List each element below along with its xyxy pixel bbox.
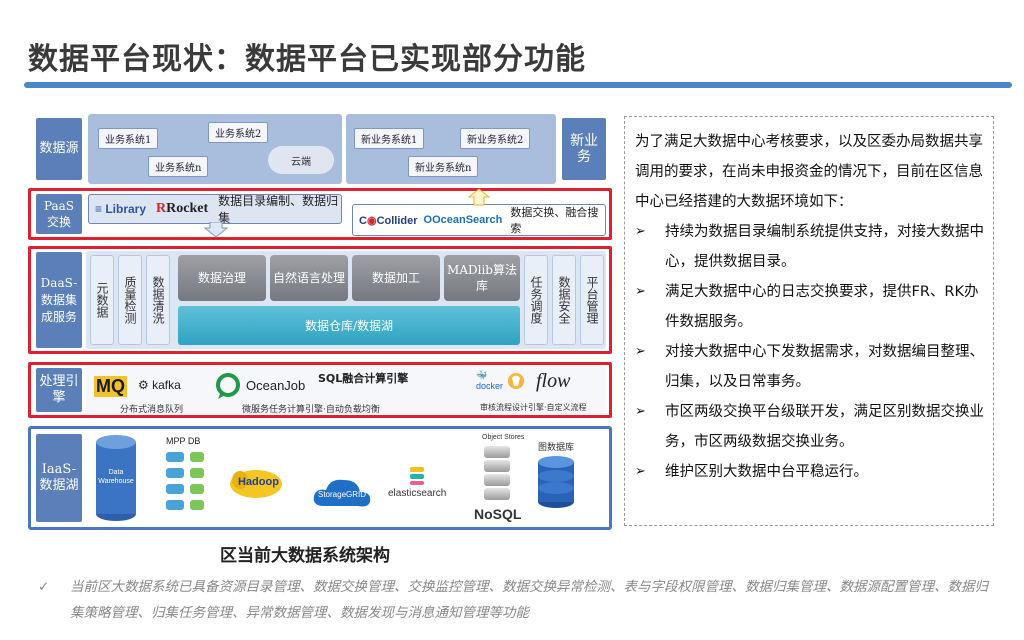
- object-store-unit-3: [484, 474, 510, 486]
- hadoop-logo: Hadoop: [238, 476, 279, 488]
- rocket-logo: RRocket: [156, 201, 209, 216]
- graph-db-label: 图数据库: [538, 443, 575, 453]
- iaas-layer-label: IaaS-数据湖: [36, 434, 82, 522]
- arrow-bullet-icon: ➢: [635, 464, 646, 479]
- mpp-node-3: [166, 484, 184, 494]
- description-panel: 为了满足大数据中心考核要求，以及区委办局数据共享调用的要求，在尚未申报资金的情况…: [624, 116, 994, 526]
- data-security-column: 数据安全: [552, 255, 576, 345]
- source-system-1: 业务系统1: [98, 128, 159, 149]
- arrow-bullet-icon: ➢: [635, 284, 646, 299]
- flow-logo: flow: [536, 370, 571, 392]
- description-bullet: ➢满足大数据中心的日志交换要求，提供FR、RK办件数据服务。: [635, 277, 985, 337]
- paas-exchange-box: C◉Collider OOceanSearch 数据交换、融合搜索: [352, 204, 606, 236]
- check-icon: ✓: [38, 579, 50, 595]
- paas-layer-label: PaaS交换: [36, 194, 82, 234]
- nosql-label: NoSQL: [474, 506, 522, 522]
- collider-logo: C◉Collider: [359, 214, 418, 227]
- arrow-bullet-icon: ➢: [635, 344, 646, 359]
- mpp-node-4: [166, 500, 184, 510]
- madlib-box: MADlib算法库: [444, 255, 520, 301]
- metadata-column: 元数据: [90, 255, 114, 345]
- source-layer-label: 数据源: [36, 118, 82, 180]
- data-cleaning-column: 数据清洗: [146, 255, 170, 345]
- oceansearch-logo: OOceanSearch: [423, 214, 503, 226]
- process-highlight: [28, 362, 612, 418]
- mpp-segment-4: [190, 500, 204, 510]
- new-system-2: 新业务系统2: [460, 128, 531, 149]
- sql-engine-note: 微服务任务计算引擎·自动负载均衡: [242, 405, 380, 415]
- paas-highlight: [28, 188, 612, 240]
- description-bullet: ➢持续为数据目录编制系统提供支持，对接大数据中心，提供数据目录。: [635, 217, 985, 277]
- description-bullet: ➢对接大数据中心下发数据需求，对数据编目整理、归集，以及日常事务。: [635, 337, 985, 397]
- sql-engine-label: SQL融合计算引擎: [318, 372, 409, 385]
- arrow-bullet-icon: ➢: [635, 404, 646, 419]
- task-scheduling-column: 任务调度: [524, 255, 548, 345]
- paas-catalog-box: ≡ Library RRocket 数据目录编制、数据归集: [88, 194, 342, 225]
- library-logo: ≡ Library: [95, 202, 147, 216]
- oceanjob-icon: [216, 373, 240, 399]
- object-stores-label: Object Stores: [482, 434, 525, 441]
- oceanjob-logo: OceanJob: [246, 378, 306, 393]
- elasticsearch-icon: [410, 467, 424, 485]
- cloud-source: 云端: [268, 146, 334, 174]
- description-intro: 为了满足大数据中心考核要求，以及区委办局数据共享调用的要求，在尚未申报资金的情况…: [635, 134, 983, 210]
- mpp-db-label: MPP DB: [166, 436, 201, 446]
- source-layer: 数据源 业务系统1 业务系统2 业务系统n 云端 新业务系统1 新业务系统2 新…: [28, 112, 612, 186]
- description-bullet: ➢市区两级交换平台级联开发，满足区别数据交换业务，市区两级数据交换业务。: [635, 397, 985, 457]
- architecture-diagram: 数据源 业务系统1 业务系统2 业务系统n 云端 新业务系统1 新业务系统2 新…: [28, 108, 612, 532]
- object-store-unit-1: [484, 446, 510, 458]
- source-system-n: 业务系统n: [148, 156, 209, 177]
- data-warehouse-cylinder: [96, 435, 136, 521]
- platform-management-column: 平台管理: [580, 255, 604, 345]
- data-governance-box: 数据治理: [178, 255, 266, 301]
- source-system-2: 业务系统2: [208, 122, 269, 143]
- workflow-icon: [508, 373, 524, 389]
- daas-layer-label: DaaS-数据集成服务: [36, 252, 82, 348]
- page-title: 数据平台现状：数据平台已实现部分功能: [28, 42, 586, 77]
- hadoop-elephant-icon: [230, 470, 282, 498]
- graph-db-cylinder: [538, 456, 574, 508]
- data-warehouse-bar: 数据仓库/数据湖: [178, 306, 520, 345]
- process-layer-label: 处理引擎: [36, 368, 82, 412]
- object-store-unit-4: [484, 488, 510, 500]
- mpp-node-1: [166, 452, 184, 462]
- diagram-caption: 区当前大数据系统架构: [220, 546, 390, 566]
- description-bullet: ➢维护区别大数据中台平稳运行。: [635, 457, 985, 487]
- data-processing-box: 数据加工: [352, 255, 440, 301]
- elasticsearch-logo: elasticsearch: [388, 488, 447, 499]
- docker-logo: 🐳docker: [476, 370, 504, 391]
- paas-exchange-text: 数据交换、融合搜索: [510, 206, 599, 235]
- data-warehouse-label: Data Warehouse: [98, 469, 134, 485]
- object-store-unit-2: [484, 460, 510, 472]
- up-arrow-icon: [468, 188, 490, 206]
- mpp-segment-3: [190, 484, 204, 494]
- new-system-n: 新业务系统n: [408, 156, 479, 177]
- new-business-label: 新业务: [562, 118, 606, 180]
- storagegrid-icon: [313, 479, 371, 507]
- mq-note: 分布式消息队列: [120, 405, 184, 415]
- mpp-node-2: [166, 468, 184, 478]
- paas-catalog-text: 数据目录编制、数据归集: [218, 194, 339, 225]
- mpp-segment-1: [190, 452, 204, 462]
- down-arrow-icon: [204, 222, 228, 238]
- daas-highlight: [28, 246, 612, 354]
- storagegrid-logo: StorageGRID: [318, 490, 367, 499]
- nlp-box: 自然语言处理: [270, 255, 348, 301]
- mq-logo: MQ: [94, 376, 127, 397]
- new-system-1: 新业务系统1: [354, 128, 425, 149]
- arrow-bullet-icon: ➢: [635, 224, 646, 239]
- title-underline: [24, 82, 1012, 88]
- mpp-segment-2: [190, 468, 204, 478]
- kafka-logo: ⚙ kafka: [138, 378, 181, 392]
- quality-check-column: 质量检测: [118, 255, 142, 345]
- footer-summary: ✓ 当前区大数据系统已具备资源目录管理、数据交换管理、交换监控管理、数据交换异常…: [38, 574, 998, 626]
- footer-text: 当前区大数据系统已具备资源目录管理、数据交换管理、交换监控管理、数据交换异常检测…: [70, 579, 988, 621]
- flow-note: 审核流程设计引擎·自定义流程: [480, 403, 587, 412]
